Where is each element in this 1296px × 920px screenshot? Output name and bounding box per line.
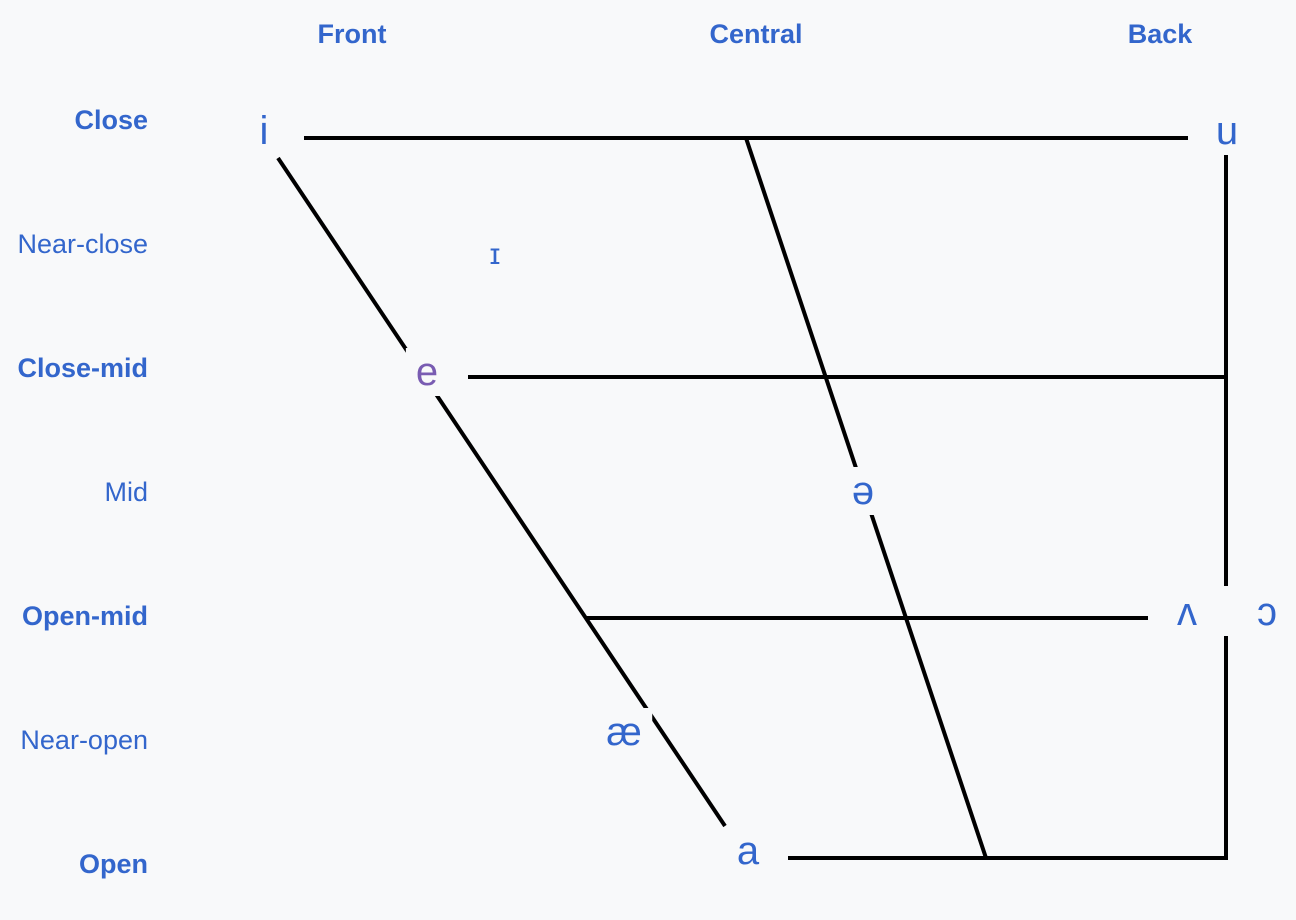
row-mid[interactable]: Mid xyxy=(104,477,148,507)
vowel-i[interactable]: i xyxy=(249,107,279,155)
column-back[interactable]: Back xyxy=(1127,19,1193,49)
row-near-open[interactable]: Near-open xyxy=(20,725,148,755)
vowel-near-close-front[interactable]: ɪ xyxy=(479,231,511,279)
vowel-open-o[interactable]: ɔ xyxy=(1247,588,1287,636)
row-close[interactable]: Close xyxy=(74,105,148,135)
column-central[interactable]: Central xyxy=(709,19,803,49)
vowel-e[interactable]: e xyxy=(405,348,449,396)
vowel-ash[interactable]: æ xyxy=(596,708,652,756)
column-front[interactable]: Front xyxy=(317,19,387,49)
row-near-close[interactable]: Near-close xyxy=(17,229,148,259)
vowel-wedge[interactable]: ʌ xyxy=(1167,588,1207,636)
vowel-u[interactable]: u xyxy=(1205,107,1249,155)
row-open-mid[interactable]: Open-mid xyxy=(22,601,148,631)
vowel-a[interactable]: a xyxy=(726,827,770,875)
row-close-mid[interactable]: Close-mid xyxy=(17,353,148,383)
row-open[interactable]: Open xyxy=(78,849,148,879)
vowel-schwa[interactable]: ə xyxy=(841,467,885,515)
